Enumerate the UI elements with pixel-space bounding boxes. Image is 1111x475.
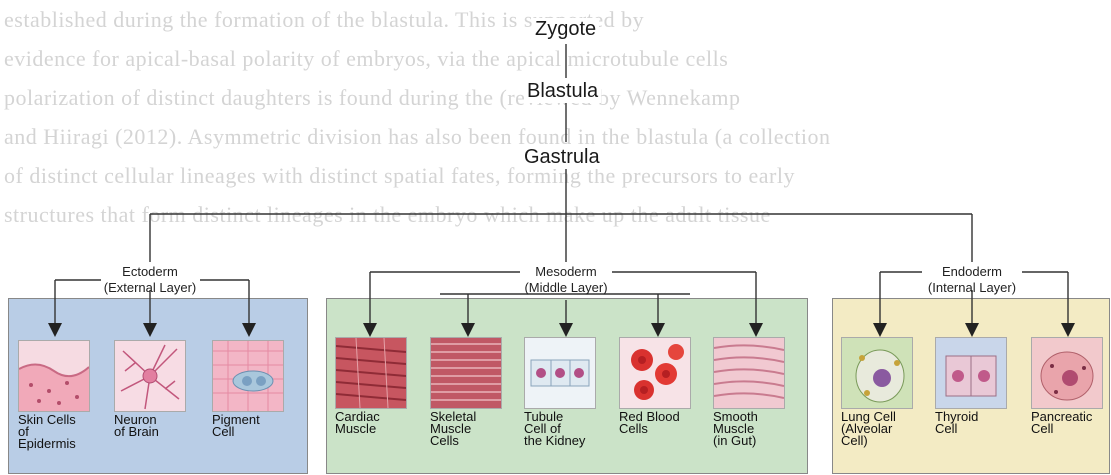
cell-label: Thyroid Cell xyxy=(935,411,1007,435)
skin-cell-image xyxy=(18,340,90,412)
cell-skin: Skin Cells of Epidermis xyxy=(18,340,90,450)
cell-lung: Lung Cell (Alveolar Cell) xyxy=(841,337,913,447)
pancreatic-cell-image xyxy=(1031,337,1103,409)
cell-skeletal-muscle: Skeletal Muscle Cells xyxy=(430,337,502,447)
cell-label: Neuron of Brain xyxy=(114,414,186,438)
pigment-cell-image xyxy=(212,340,284,412)
cell-neuron: Neuron of Brain xyxy=(114,340,186,438)
cell-pancreatic: Pancreatic Cell xyxy=(1031,337,1103,435)
red-blood-cells-image xyxy=(619,337,691,409)
layer-name: Endoderm xyxy=(904,264,1040,280)
stage-gastrula: Gastrula xyxy=(521,146,603,169)
cell-label: Skin Cells of Epidermis xyxy=(18,414,90,450)
cell-label: Tubule Cell of the Kidney xyxy=(524,411,596,447)
layer-subtitle: (Middle Layer) xyxy=(498,280,634,296)
ectoderm-label: Ectoderm (External Layer) xyxy=(82,264,218,296)
stage-zygote: Zygote xyxy=(532,18,599,41)
layer-name: Ectoderm xyxy=(82,264,218,280)
endoderm-label: Endoderm (Internal Layer) xyxy=(904,264,1040,296)
cell-red-blood: Red Blood Cells xyxy=(619,337,691,435)
cell-smooth-muscle: Smooth Muscle (in Gut) xyxy=(713,337,785,447)
cell-thyroid: Thyroid Cell xyxy=(935,337,1007,435)
cell-pigment: Pigment Cell xyxy=(212,340,284,438)
skeletal-muscle-image xyxy=(430,337,502,409)
cell-label: Red Blood Cells xyxy=(619,411,691,435)
cell-kidney-tubule: Tubule Cell of the Kidney xyxy=(524,337,596,447)
layer-name: Mesoderm xyxy=(498,264,634,280)
stage-blastula: Blastula xyxy=(524,80,601,103)
cell-label: Cardiac Muscle xyxy=(335,411,407,435)
mesoderm-label: Mesoderm (Middle Layer) xyxy=(498,264,634,296)
lung-cell-image xyxy=(841,337,913,409)
cell-label: Skeletal Muscle Cells xyxy=(430,411,502,447)
cell-label: Lung Cell (Alveolar Cell) xyxy=(841,411,913,447)
layer-subtitle: (Internal Layer) xyxy=(904,280,1040,296)
neuron-image xyxy=(114,340,186,412)
cardiac-muscle-image xyxy=(335,337,407,409)
smooth-muscle-image xyxy=(713,337,785,409)
cell-label: Pancreatic Cell xyxy=(1031,411,1103,435)
cell-label: Pigment Cell xyxy=(212,414,284,438)
thyroid-cell-image xyxy=(935,337,1007,409)
cell-cardiac-muscle: Cardiac Muscle xyxy=(335,337,407,435)
cell-label: Smooth Muscle (in Gut) xyxy=(713,411,785,447)
layer-subtitle: (External Layer) xyxy=(82,280,218,296)
kidney-tubule-image xyxy=(524,337,596,409)
